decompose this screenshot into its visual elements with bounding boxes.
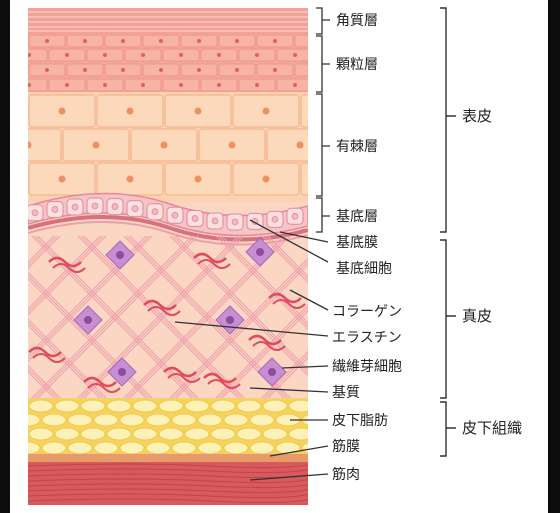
basement-membrane	[28, 215, 308, 242]
skin-cross-section-diagram: 角質層 顆粒層 有棘層 基底層 基底膜 基底細胞 コラーゲン エラスチン 繊維芽…	[28, 7, 522, 505]
stratum-corneum-layer	[28, 8, 308, 34]
stratum-granulosum-layer	[28, 34, 308, 92]
label-stratum-granulosum: 顆粒層	[336, 57, 378, 73]
stratum-spinosum-layer	[28, 92, 308, 202]
label-fascia: 筋膜	[332, 438, 360, 455]
fascia-layer	[28, 454, 308, 462]
muscle-layer	[28, 462, 308, 505]
group-label-subcutaneous-tissue: 皮下組織	[462, 419, 522, 437]
label-basement-membrane: 基底膜	[336, 234, 378, 251]
label-elastin: エラスチン	[332, 330, 402, 346]
label-subcutaneous-fat: 皮下脂肪	[332, 413, 388, 429]
skin-diagram-canvas: 角質層 顆粒層 有棘層 基底層 基底膜 基底細胞 コラーゲン エラスチン 繊維芽…	[10, 0, 548, 513]
group-label-dermis: 真皮	[462, 307, 492, 325]
group-brackets	[440, 7, 456, 457]
label-stratum-spinosum: 有棘層	[336, 139, 378, 155]
label-stratum-corneum: 角質層	[336, 13, 378, 29]
group-label-epidermis: 表皮	[462, 107, 492, 125]
elastin-fibers	[28, 252, 306, 393]
leader-lines	[174, 219, 329, 481]
label-fibroblast: 繊維芽細胞	[332, 359, 402, 375]
stratum-basale-layer	[28, 192, 308, 246]
label-basal-cell: 基底細胞	[336, 260, 392, 277]
subcutaneous-fat-layer	[28, 398, 308, 455]
label-collagen: コラーゲン	[332, 304, 402, 320]
label-muscle: 筋肉	[332, 466, 360, 483]
label-ground-substance: 基質	[332, 384, 360, 401]
layer-brackets	[316, 7, 330, 233]
label-stratum-basale: 基底層	[336, 208, 378, 225]
